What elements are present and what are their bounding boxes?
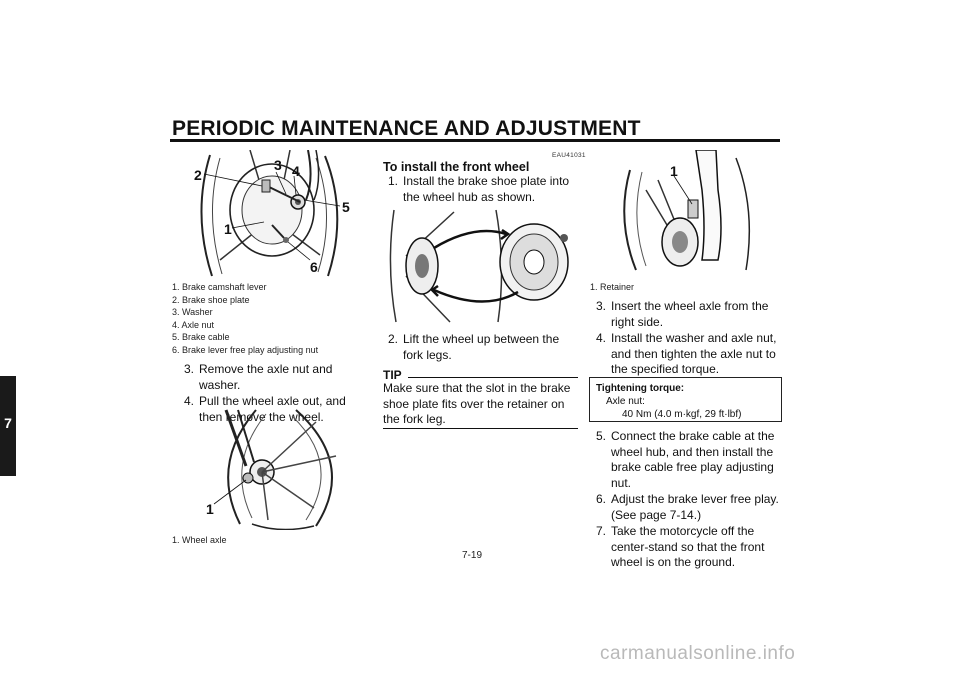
- step-item: 5. Connect the brake cable at the wheel …: [596, 429, 775, 490]
- step-item: 3. Remove the axle nut and washer.: [184, 362, 333, 392]
- step-item: 3. Insert the wheel axle from the right …: [596, 299, 769, 329]
- figure-retainer: 1: [606, 150, 774, 278]
- legend-item: 1. Wheel axle: [172, 535, 227, 545]
- left-steps: 3. Remove the axle nut and washer. 4. Pu…: [184, 362, 368, 425]
- callout-3: 3: [274, 157, 282, 173]
- callout-4: 4: [292, 163, 300, 179]
- right-steps-2: 5. Connect the brake cable at the wheel …: [596, 429, 782, 571]
- figure-wheel-axle: 1: [196, 408, 364, 530]
- legend-item: 3. Washer: [172, 307, 213, 318]
- step-item: 7. Take the motorcycle off the center-st…: [596, 524, 765, 569]
- page-title: PERIODIC MAINTENANCE AND ADJUSTMENT: [172, 117, 641, 140]
- callout-2: 2: [194, 167, 202, 183]
- section-heading: To install the front wheel: [383, 160, 530, 174]
- tip-bottom-rule: [383, 428, 578, 429]
- tip-top-rule: [408, 377, 578, 378]
- step-item: 1. Install the brake shoe plate into the…: [388, 174, 570, 204]
- chapter-tab-label: 7: [4, 415, 12, 431]
- shoe-plate-illustration: [389, 209, 569, 323]
- legend-item: 1. Retainer: [590, 282, 635, 292]
- callout-6: 6: [310, 259, 318, 275]
- chapter-tab: 7: [0, 376, 16, 476]
- callout-5: 5: [342, 199, 350, 215]
- torque-title: Tightening torque:: [596, 383, 685, 394]
- figure2-legend: 1. Wheel axle: [172, 534, 227, 547]
- legend-item: 1. Brake camshaft lever: [172, 282, 267, 292]
- step-item: 4. Pull the wheel axle out, and then rem…: [184, 394, 346, 424]
- callout-1: 1: [670, 163, 678, 179]
- torque-spec-box: Tightening torque: Axle nut: 40 Nm (4.0 …: [589, 377, 782, 422]
- torque-axle-label: Axle nut:: [606, 396, 645, 407]
- legend-item: 2. Brake shoe plate: [172, 294, 250, 305]
- tip-text: Make sure that the slot in the brake sho…: [383, 381, 571, 426]
- step-item: 2. Lift the wheel up between the fork le…: [388, 332, 560, 362]
- tip-label: TIP: [383, 368, 402, 382]
- legend-item: 6. Brake lever free play adjusting nut: [172, 344, 319, 355]
- retainer-illustration: 1: [623, 150, 751, 271]
- figure1-legend: 1. Brake camshaft lever 2. Brake shoe pl…: [172, 281, 318, 357]
- step-item: 6. Adjust the brake lever free play. (Se…: [596, 492, 779, 522]
- callout-1: 1: [206, 501, 214, 517]
- legend-item: 5. Brake cable: [172, 332, 230, 343]
- section-code: EAU41031: [552, 152, 586, 159]
- title-rule: [170, 139, 780, 142]
- watermark: carmanualsonline.info: [600, 643, 796, 664]
- page-number: 7-19: [462, 550, 483, 561]
- right-steps: 3. Insert the wheel axle from the right …: [596, 299, 782, 378]
- figure4-legend: 1. Retainer: [590, 281, 634, 294]
- torque-axle-value: 40 Nm (4.0 m·kgf, 29 ft·lbf): [622, 409, 742, 420]
- step-item: 4. Install the washer and axle nut, and …: [596, 331, 777, 376]
- wheel-axle-illustration: 1: [206, 409, 337, 530]
- figure-brake-hub: 2 3 4 5 1 6: [190, 150, 360, 278]
- middle-step-2: 2. Lift the wheel up between the fork le…: [388, 332, 578, 363]
- brake-hub-illustration: 2 3 4 5 1 6: [194, 150, 350, 277]
- legend-item: 4. Axle nut: [172, 319, 215, 330]
- callout-1: 1: [224, 221, 232, 237]
- middle-step-1: 1. Install the brake shoe plate into the…: [388, 174, 578, 205]
- figure-shoe-plate-install: [384, 206, 580, 326]
